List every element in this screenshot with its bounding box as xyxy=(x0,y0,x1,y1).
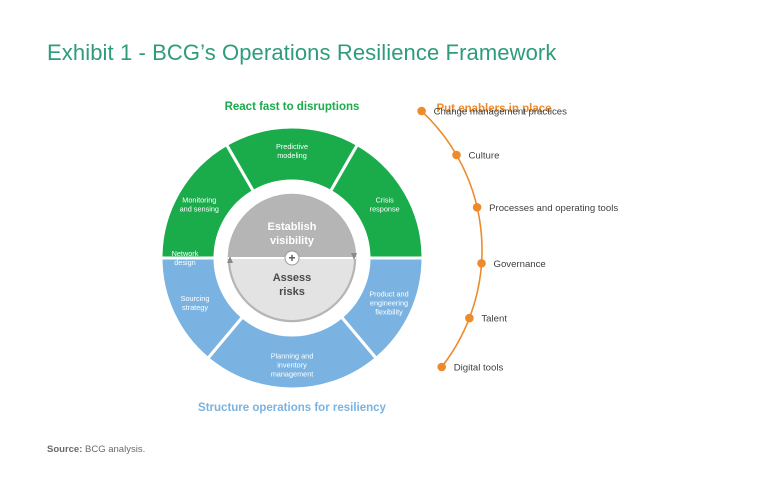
risks-half xyxy=(230,258,354,320)
segment-label: Product and xyxy=(369,290,408,299)
header-structure: Structure operations for resiliency xyxy=(198,402,386,414)
plus-icon: + xyxy=(288,251,295,265)
segment-label: Network xyxy=(172,249,199,258)
arrow-down-icon xyxy=(351,253,357,260)
enabler-label: Governance xyxy=(494,259,546,270)
enabler-dot xyxy=(437,362,447,372)
segment-label: engineering xyxy=(370,299,408,308)
segment-label: response xyxy=(370,205,400,214)
segment-label: flexibility xyxy=(375,308,403,317)
enabler-label: Culture xyxy=(469,151,500,162)
header-enablers: Put enablers in place xyxy=(436,103,551,115)
header-react: React fast to disruptions xyxy=(225,101,360,113)
enabler-dot xyxy=(465,313,474,323)
enablers-arc-line xyxy=(421,110,483,368)
center-upper-line2: visibility xyxy=(270,235,315,247)
segment-label: Sourcing xyxy=(181,294,210,303)
segment-label: Predictive xyxy=(276,142,308,151)
source-text: BCG analysis. xyxy=(85,444,146,455)
visibility-half xyxy=(230,196,354,258)
segment-label: inventory xyxy=(277,361,307,370)
segment-label: design xyxy=(174,258,196,267)
segment-label: management xyxy=(271,370,314,379)
enabler-dot xyxy=(452,150,461,160)
enablers-timeline: Change management practicesCultureProces… xyxy=(417,107,618,374)
center-lower-line2: risks xyxy=(279,286,305,298)
source-label: Source: xyxy=(47,444,83,455)
segment-label: Monitoring xyxy=(182,196,216,205)
center-upper-line1: Establish xyxy=(268,221,317,233)
segment-label: strategy xyxy=(182,303,208,312)
arrow-up-icon xyxy=(227,256,233,263)
enabler-label: Talent xyxy=(481,314,507,325)
plus-badge xyxy=(284,250,300,266)
segment-planning-and-inventory-management xyxy=(205,314,379,391)
page-title: Exhibit 1 - BCG’s Operations Resilience … xyxy=(47,40,557,65)
enabler-label: Processes and operating tools xyxy=(489,203,618,214)
source-note: Source: BCG analysis. xyxy=(47,444,145,455)
segment-label: modeling xyxy=(277,151,307,160)
enabler-dot xyxy=(477,259,486,268)
center-lower-line1: Assess xyxy=(273,272,312,284)
enabler-label: Digital tools xyxy=(454,363,504,374)
segment-label: and sensing xyxy=(180,205,219,214)
enabler-dot xyxy=(472,203,482,212)
segment-label: Planning and xyxy=(271,352,314,361)
enabler-dot xyxy=(417,106,426,116)
segment-label: Crisis xyxy=(376,196,395,205)
enabler-label: Change management practices xyxy=(434,107,568,118)
